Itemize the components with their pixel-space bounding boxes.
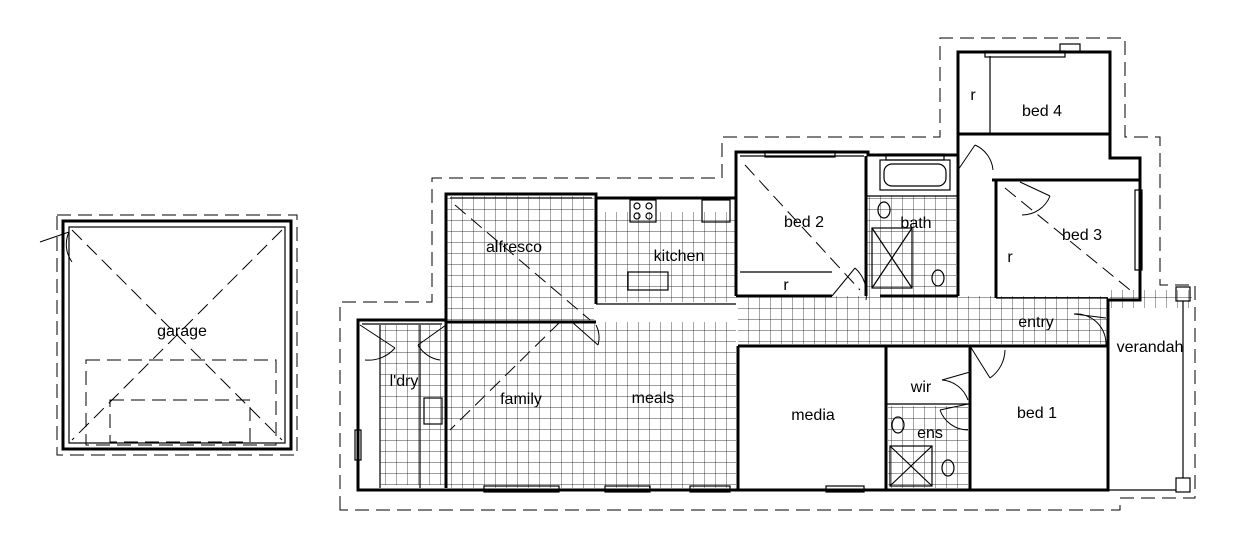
label-robe-bed2: r: [783, 277, 789, 294]
toilet-ens: [941, 459, 955, 477]
basin-bath: [877, 201, 891, 219]
fridge-space: [701, 199, 731, 223]
label-laundry: l'dry: [390, 373, 419, 390]
internal-walls: [379, 56, 1140, 490]
label-bed1: bed 1: [1017, 405, 1057, 422]
label-garage: garage: [157, 323, 207, 340]
tiled-floors: [380, 196, 1192, 488]
label-entry: entry: [1018, 314, 1054, 331]
basin-ens: [891, 416, 905, 434]
label-bed3: bed 3: [1062, 227, 1102, 244]
laundry-tub: [423, 397, 443, 425]
label-robe-bed4: r: [970, 87, 976, 104]
windows: [354, 43, 1143, 493]
label-wir: wir: [910, 379, 932, 396]
label-bed2: bed 2: [784, 214, 824, 231]
label-meals: meals: [632, 390, 675, 407]
room-labels: garage alfresco kitchen bed 2 r bath bed…: [157, 87, 1183, 442]
house-eaves: [339, 37, 1196, 511]
cooktop: [629, 199, 657, 223]
label-media: media: [791, 407, 835, 424]
label-robe-bed3: r: [1007, 249, 1013, 266]
label-alfresco: alfresco: [486, 239, 542, 256]
toilet-bath: [931, 269, 945, 287]
verandah-structure: [1108, 286, 1191, 493]
label-bath: bath: [900, 215, 931, 232]
label-ens: ens: [917, 425, 943, 442]
ceiling-dashes: [449, 164, 1131, 431]
label-kitchen: kitchen: [654, 248, 705, 265]
label-family: family: [500, 391, 542, 408]
doors: [359, 144, 1107, 431]
garage-side-door: [39, 231, 73, 263]
fixtures: [423, 159, 955, 487]
label-bed4: bed 4: [1022, 103, 1062, 120]
label-verandah: verandah: [1117, 339, 1184, 356]
kitchen-sink: [627, 271, 669, 291]
garage-structure: [39, 214, 298, 456]
bathtub: [879, 159, 951, 191]
